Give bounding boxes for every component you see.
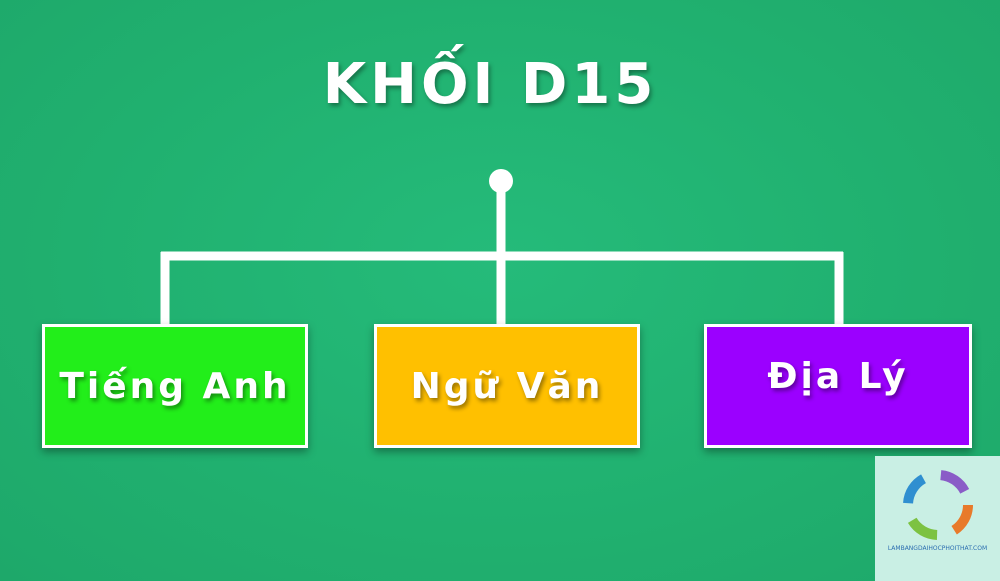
subject-label: Tiếng Anh	[59, 365, 291, 407]
subject-label: Ngữ Văn	[410, 365, 604, 407]
watermark-logo: LAMBANGDAIHOCPHOITHAT.COM	[875, 456, 1000, 581]
subject-label: Địa Lý	[767, 355, 909, 397]
diagram-title: KHỐI D15	[322, 52, 658, 117]
root-node	[489, 169, 513, 193]
subject-box-tieng-anh: Tiếng Anh	[42, 324, 308, 448]
subject-box-ngu-van: Ngữ Văn	[374, 324, 640, 448]
circular-arrows-logo-icon	[903, 470, 973, 540]
subject-box-dia-ly: Địa Lý	[704, 324, 972, 448]
watermark-site-text: LAMBANGDAIHOCPHOITHAT.COM	[887, 545, 988, 552]
